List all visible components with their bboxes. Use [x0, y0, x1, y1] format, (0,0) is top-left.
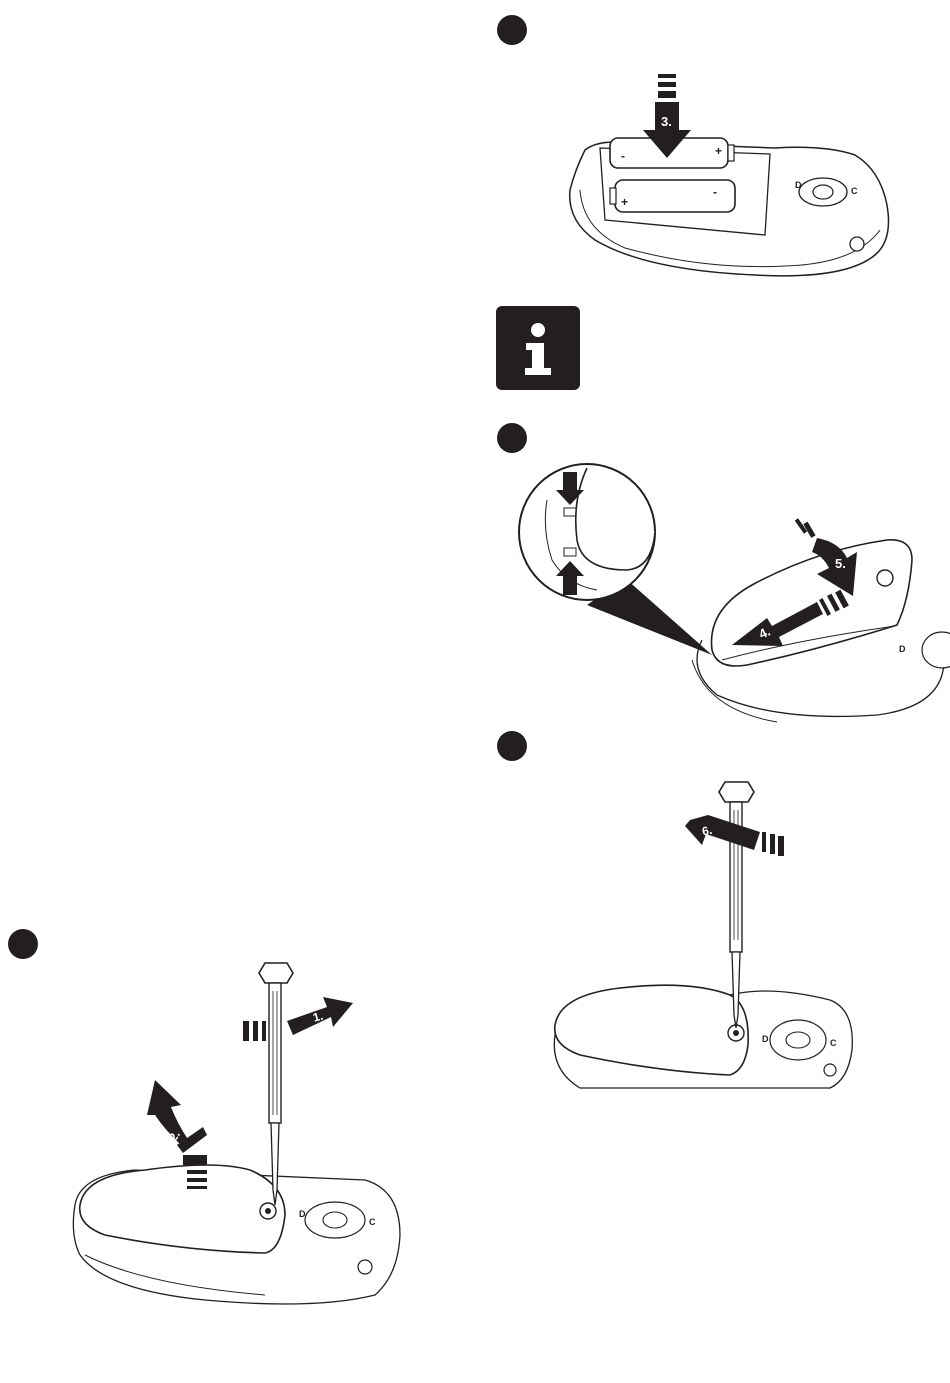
- info-glyph: [496, 306, 580, 390]
- step-marker-1: [8, 929, 38, 959]
- info-icon: [496, 306, 580, 390]
- arrow-1: 1.: [243, 997, 353, 1041]
- open-step-label-c: C: [369, 1217, 376, 1227]
- open-step-label-d: D: [299, 1209, 306, 1219]
- arrow-5-label: 5.: [835, 556, 846, 571]
- battery-bottom-minus-label: -: [713, 185, 717, 199]
- screw-step-label-c: C: [830, 1038, 837, 1048]
- device-label-d: D: [795, 180, 802, 190]
- screw-step-label-d: D: [762, 1034, 769, 1044]
- battery-bottom-plus-label: +: [621, 195, 628, 209]
- screw-hole: [850, 237, 864, 251]
- screwdriver: [719, 782, 754, 1028]
- device-label-c: C: [851, 186, 858, 196]
- step-marker-3: [497, 423, 527, 453]
- lid-device-label-d: D: [899, 644, 906, 654]
- screw-tighten-illustration: D C 6.: [540, 770, 870, 1100]
- step-marker-2: [497, 15, 527, 45]
- lid-open-illustration: D C 1. 2.: [65, 955, 415, 1315]
- battery-top-plus-label: +: [715, 144, 722, 158]
- battery-top-minus-label: -: [621, 149, 625, 163]
- open-step-screwdriver: [259, 963, 293, 1205]
- battery-bottom: + -: [610, 180, 735, 212]
- battery-insert-illustration: - + + - D C 3.: [555, 70, 895, 290]
- step-marker-4: [497, 731, 527, 761]
- lid-close-illustration: D 4. 5.: [517, 460, 950, 725]
- arrow-3-label: 3.: [661, 114, 672, 129]
